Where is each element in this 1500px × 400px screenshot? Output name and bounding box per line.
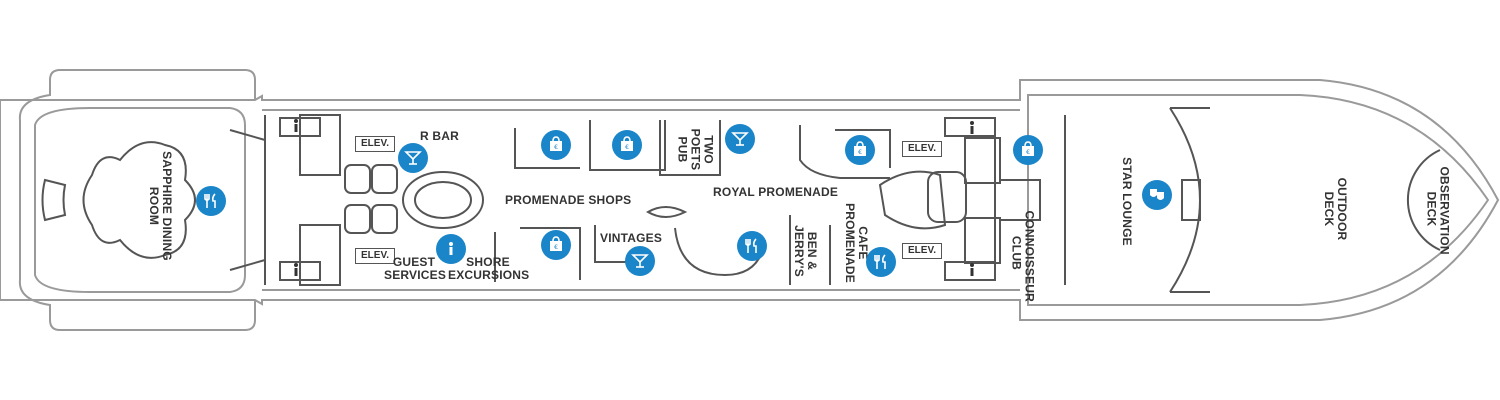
elevator-aft-upper: ELEV.: [355, 136, 395, 152]
label-promenade-shops: PROMENADE SHOPS: [505, 193, 632, 207]
cocktail-icon[interactable]: [625, 246, 655, 276]
label-cafe-promenade: CAFÉ PROMENADE: [843, 203, 870, 283]
svg-text:€: €: [625, 144, 629, 151]
shopping-icon[interactable]: €: [541, 230, 571, 260]
svg-text:€: €: [858, 149, 862, 156]
label-observation-deck: OBSERVATION DECK: [1424, 166, 1452, 255]
restroom-icon: [282, 112, 310, 140]
label-two-poets-pub: TWO POETS PUB: [675, 128, 716, 171]
shopping-icon[interactable]: €: [1013, 135, 1043, 165]
shopping-icon[interactable]: €: [612, 130, 642, 160]
cocktail-icon[interactable]: [398, 143, 428, 173]
label-ben-and-jerrys: BEN & JERRY'S: [792, 225, 819, 277]
label-connoisseur-club: CONNOISSEUR CLUB: [1009, 210, 1037, 303]
theater-masks-icon[interactable]: [1142, 180, 1172, 210]
elevator-fwd-upper: ELEV.: [902, 141, 942, 157]
label-sapphire-dining-room: SAPPHIRE DINING ROOM: [147, 151, 174, 261]
label-r-bar: R BAR: [420, 129, 459, 143]
label-star-lounge: STAR LOUNGE: [1119, 157, 1134, 246]
dining-icon[interactable]: [196, 186, 226, 216]
inner-hull: [18, 69, 256, 121]
label-outdoor-deck: OUTDOOR DECK: [1322, 177, 1349, 241]
svg-text:€: €: [554, 244, 558, 251]
hull-outline: [0, 79, 1500, 321]
svg-text:€: €: [554, 144, 558, 151]
elevator-fwd-lower: ELEV.: [902, 243, 942, 259]
dining-icon[interactable]: [866, 247, 896, 277]
restroom-icon: [958, 114, 986, 142]
sapphire-rotunda: [41, 141, 196, 259]
label-vintages: VINTAGES: [600, 231, 663, 245]
shopping-icon[interactable]: €: [541, 130, 571, 160]
label-royal-promenade: ROYAL PROMENADE: [713, 185, 839, 199]
dining-room-outline: [34, 107, 246, 293]
restroom-icon: [282, 256, 310, 284]
svg-text:€: €: [1026, 149, 1030, 156]
shopping-icon[interactable]: €: [845, 135, 875, 165]
information-icon[interactable]: [436, 234, 466, 264]
restroom-icon: [958, 256, 986, 284]
label-shore-excursions: SHORE EXCURSIONS: [448, 255, 530, 282]
elevator-aft-lower: ELEV.: [355, 248, 395, 264]
cocktail-icon[interactable]: [725, 124, 755, 154]
dining-icon[interactable]: [737, 231, 767, 261]
label-guest-services: GUEST SERVICES: [384, 255, 447, 282]
